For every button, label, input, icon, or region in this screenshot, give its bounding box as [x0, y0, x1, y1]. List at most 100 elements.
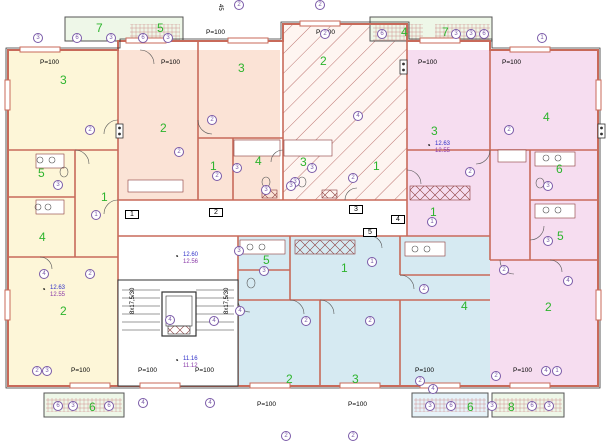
room-number-label: 6 — [467, 400, 474, 414]
room-number-label: 5 — [38, 166, 45, 180]
marker-circle: 3 — [286, 181, 296, 191]
marker-circle: 3 — [232, 163, 242, 173]
marker-circle: 6 — [104, 401, 114, 411]
pressure-label: P=100 — [195, 367, 214, 374]
room-number-label: 2 — [160, 121, 167, 135]
room-number-label: 6 — [89, 400, 96, 414]
marker-circle: 3 — [259, 266, 269, 276]
marker-circle: 2 — [320, 29, 330, 39]
room-number-label: 7 — [442, 25, 449, 39]
hatched-room — [283, 24, 407, 200]
room-number-label: 2 — [60, 304, 67, 318]
elevation-bottom: 11.12 — [183, 362, 198, 369]
marker-circle: 1 — [367, 257, 377, 267]
marker-circle: 3 — [53, 180, 63, 190]
marker-circle: 6 — [446, 401, 456, 411]
marker-circle: 3 — [33, 33, 43, 43]
room-number-label: 1 — [210, 159, 217, 173]
marker-circle: 4 — [541, 366, 551, 376]
hatched-room-bg — [283, 24, 407, 200]
pressure-label: P=100 — [502, 59, 521, 66]
room-number-label: 5 — [157, 21, 164, 35]
room-number-label: 2 — [545, 300, 552, 314]
room-number-label: 2 — [320, 54, 327, 68]
room-number-label: 8 — [508, 400, 515, 414]
pressure-label: P=100 — [513, 367, 532, 374]
room-number-label: 2 — [286, 372, 293, 386]
marker-circle: 6 — [138, 33, 148, 43]
room-number-label: 3 — [431, 124, 438, 138]
marker-circle: 4 — [165, 315, 175, 325]
marker-circle: 4 — [205, 398, 215, 408]
marker-circle: 1 — [91, 210, 101, 220]
room-number-label: 3 — [352, 372, 359, 386]
marker-circle: 3 — [425, 401, 435, 411]
marker-circle: 2 — [212, 171, 222, 181]
room-number-label: 6 — [556, 162, 563, 176]
marker-circle: 4 — [235, 306, 245, 316]
room-number-label: 7 — [96, 21, 103, 35]
elevation-top: 12.60 — [183, 252, 199, 258]
room-number-label: 3 — [300, 155, 307, 169]
pressure-label: P=100 — [71, 367, 90, 374]
marker-circle: 1 — [552, 366, 562, 376]
apt-left-fill — [8, 50, 118, 386]
marker-circle: 4 — [209, 316, 219, 326]
marker-circle: 3 — [68, 401, 78, 411]
room-number-label: 4 — [255, 154, 262, 168]
section-marker-box: 5 — [363, 228, 377, 237]
marker-circle: 1 — [427, 217, 437, 227]
room-number-label: 5 — [263, 253, 270, 267]
pressure-label: P=100 — [138, 367, 157, 374]
marker-circle: 6 — [527, 401, 537, 411]
marker-circle: 1 — [537, 33, 547, 43]
marker-circle: 3 — [543, 236, 553, 246]
dimension-label: 45 — [217, 4, 223, 11]
marker-circle: 3 — [106, 33, 116, 43]
room-number-label: 4 — [543, 110, 550, 124]
room-number-label: 4 — [401, 25, 408, 39]
marker-circle: 4 — [39, 269, 49, 279]
marker-circle: 3 — [487, 401, 497, 411]
marker-circle: 3 — [466, 29, 476, 39]
dimension-label: 8x17,5/30 — [130, 287, 136, 314]
marker-circle: 2 — [234, 0, 244, 10]
elevation-icon: ◔ — [174, 252, 179, 261]
pressure-label: P=100 — [40, 59, 59, 66]
marker-circle: 2 — [419, 284, 429, 294]
pressure-label: P=100 — [418, 59, 437, 66]
room-number-label: 1 — [101, 190, 108, 204]
marker-circle: 2 — [365, 316, 375, 326]
room-number-label: 4 — [39, 230, 46, 244]
marker-circle: 3 — [42, 366, 52, 376]
marker-circle: 2 — [504, 125, 514, 135]
marker-circle: 2 — [32, 366, 42, 376]
elevation-bottom: 12.55 — [50, 291, 66, 298]
room-number-label: 4 — [461, 299, 468, 313]
marker-circle: 2 — [348, 173, 358, 183]
marker-circle: 2 — [174, 147, 184, 157]
marker-circle: 2 — [315, 0, 325, 10]
marker-circle: 2 — [465, 167, 475, 177]
elevation-top: 12.63 — [50, 285, 66, 291]
marker-circle: 2 — [499, 265, 509, 275]
marker-circle: 4 — [563, 276, 573, 286]
room-number-label: 1 — [373, 159, 380, 173]
pressure-label: P=100 — [257, 401, 276, 408]
dimension-label: 8x17,5/30 — [224, 287, 230, 314]
elevation-icon: ◔ — [426, 141, 431, 150]
pressure-label: P=100 — [348, 401, 367, 408]
section-marker-box: 1 — [125, 210, 139, 219]
marker-circle: 4 — [353, 111, 363, 121]
marker-circle: 6 — [72, 33, 82, 43]
room-number-label: 1 — [341, 261, 348, 275]
marker-circle: 3 — [544, 401, 554, 411]
marker-circle: 2 — [85, 269, 95, 279]
marker-circle: 6 — [479, 29, 489, 39]
marker-circle: 6 — [53, 401, 63, 411]
marker-circle: 3 — [261, 185, 271, 195]
